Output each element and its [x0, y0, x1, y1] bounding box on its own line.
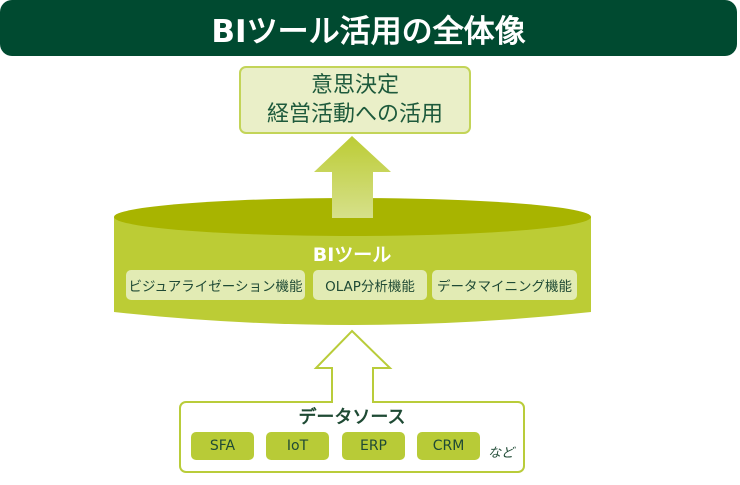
up-arrow-from-sources: [313, 329, 393, 403]
diagram-title: BIツール活用の全体像: [211, 13, 526, 50]
up-arrow-to-goal: [314, 136, 391, 218]
feature-data-mining: データマイニング機能: [432, 270, 577, 300]
etc-label: など: [488, 446, 515, 461]
goal-line-2: 経営活動への活用: [266, 102, 443, 127]
bi-tool-label: BIツール: [312, 244, 392, 266]
source-iot: IoT: [266, 432, 329, 460]
source-erp: ERP: [342, 432, 405, 460]
goal-line-1: 意思決定: [310, 73, 399, 98]
goal-box: 意思決定 経営活動への活用: [239, 66, 471, 134]
feature-olap: OLAP分析機能: [313, 270, 427, 300]
source-sfa: SFA: [191, 432, 254, 460]
data-source-title: データソース: [298, 407, 406, 428]
source-crm: CRM: [417, 432, 480, 460]
feature-visualization: ビジュアライゼーション機能: [126, 270, 305, 300]
diagram-title-banner: BIツール活用の全体像: [0, 0, 737, 56]
